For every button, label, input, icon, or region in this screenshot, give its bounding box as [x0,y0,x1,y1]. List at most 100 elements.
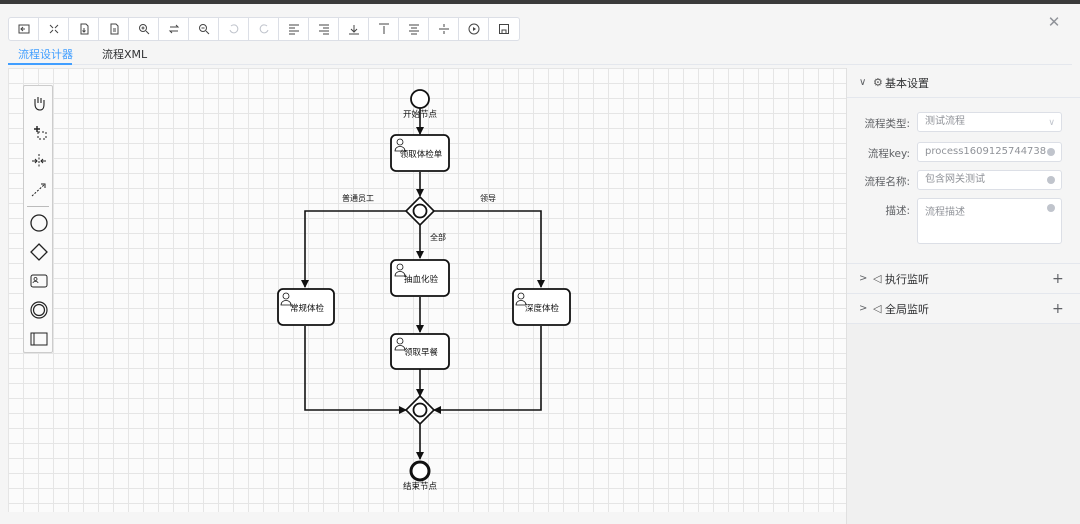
global-listener-header[interactable]: > ◁ 全局监听 + [847,294,1080,324]
task-collect-form[interactable]: 领取体检单 [390,134,450,172]
zoom-in-icon [138,24,149,35]
lasso-tool-icon[interactable] [27,120,51,144]
tool-palette [23,85,53,353]
process-name-input[interactable]: 包含网关测试 [917,170,1062,190]
export-xml-icon [80,23,88,35]
tab-xml[interactable]: 流程XML [102,48,148,61]
close-icon[interactable]: ✕ [1047,13,1061,31]
align-top-icon [378,23,389,34]
start-event[interactable] [410,89,430,109]
end-event[interactable] [409,460,431,482]
tab-active-indicator [8,63,72,65]
task-blood-test[interactable]: 抽血化验 [390,259,450,297]
palette-separator [27,206,49,207]
align-right-button[interactable] [309,18,339,40]
designer-toolbar [8,17,520,41]
clear-icon[interactable] [1047,176,1055,184]
tab-divider [8,64,1072,65]
fit-viewport-button[interactable] [39,18,69,40]
save-icon [499,24,509,34]
flow-leader[interactable] [434,210,545,288]
align-center-icon [408,24,419,35]
align-left-button[interactable] [279,18,309,40]
process-type-label: 流程类型: [864,118,910,130]
tab-bar: 流程设计器 流程XML [8,44,1072,68]
task-label: 常规体检 [290,303,325,314]
window-top-edge [0,0,1080,4]
task-label: 领取体检单 [400,149,443,160]
process-key-input[interactable]: process1609125744738 [917,142,1062,162]
megaphone-icon: ◁ [873,272,882,285]
task-label: 抽血化验 [404,274,439,285]
speaker-icon: ◁ [873,302,882,315]
connect-tool-icon[interactable] [27,178,51,202]
bpmn-canvas[interactable]: 开始节点 领取体检单 普通员工 全部 领导 抽血化验 常规体检 深度体检 [8,68,846,512]
align-center-button[interactable] [399,18,429,40]
start-event-label: 开始节点 [403,109,438,120]
description-value: 流程描述 [925,207,965,218]
fit-icon [49,24,58,34]
start-event-icon[interactable] [27,211,51,235]
inclusive-gateway-join[interactable] [404,394,436,426]
chevron-right-icon: > [859,303,868,314]
process-type-select[interactable]: 测试流程 ∨ [917,112,1062,132]
flow-label-all: 全部 [430,232,446,242]
zoom-in-button[interactable] [129,18,159,40]
export-svg-button[interactable] [99,18,129,40]
align-middle-button[interactable] [429,18,459,40]
flow-deep-to-join[interactable] [433,326,542,414]
basic-settings-body: 流程类型: 测试流程 ∨ 流程key: process1609125744738… [847,98,1080,264]
basic-settings-header[interactable]: ∨ ⚙ 基本设置 [847,68,1080,98]
pool-icon[interactable] [27,327,51,351]
zoom-out-button[interactable] [189,18,219,40]
process-name-label: 流程名称: [864,176,910,188]
end-event-icon[interactable] [27,298,51,322]
plus-icon[interactable]: + [1052,300,1064,317]
chevron-down-icon: ∨ [1048,118,1055,128]
align-top-button[interactable] [369,18,399,40]
space-tool-icon[interactable] [27,149,51,173]
task-breakfast[interactable]: 领取早餐 [390,333,450,370]
end-event-label: 结束节点 [403,481,438,492]
tab-designer[interactable]: 流程设计器 [18,48,73,61]
process-key-value: process1609125744738 [925,146,1047,157]
inclusive-gateway-split[interactable] [404,195,436,227]
align-left-icon [288,24,299,35]
save-button[interactable] [489,18,519,40]
flow-label-employee: 普通员工 [342,193,374,203]
gateway-icon[interactable] [27,240,51,264]
undo-button[interactable] [219,18,249,40]
undo-icon [229,24,238,34]
hand-tool-icon[interactable] [27,91,51,115]
process-type-value: 测试流程 [925,116,965,127]
section-title: 执行监听 [885,272,929,286]
zoom-out-icon [198,24,209,35]
section-title: 全局监听 [885,302,929,316]
task-label: 领取早餐 [404,347,439,358]
clear-icon[interactable] [1047,148,1055,156]
process-diagram: 开始节点 领取体检单 普通员工 全部 领导 抽血化验 常规体检 深度体检 [277,89,571,492]
import-button[interactable] [9,18,39,40]
clear-icon[interactable] [1047,204,1055,212]
flow-employee[interactable] [301,210,408,288]
export-xml-button[interactable] [69,18,99,40]
description-label: 描述: [885,205,910,217]
process-key-label: 流程key: [867,148,910,160]
simulate-button[interactable] [459,18,489,40]
task-deep-exam[interactable]: 深度体检 [512,288,571,326]
align-bottom-button[interactable] [339,18,369,40]
task-routine-exam[interactable]: 常规体检 [277,288,335,326]
plus-icon[interactable]: + [1052,270,1064,287]
execution-listener-header[interactable]: > ◁ 执行监听 + [847,264,1080,294]
zoom-reset-button[interactable] [159,18,189,40]
chevron-right-icon: > [859,273,868,284]
chevron-down-icon: ∨ [859,77,867,88]
align-right-icon [318,24,329,35]
play-icon [468,23,479,35]
description-textarea[interactable]: 流程描述 [917,198,1062,244]
flow-routine-to-join[interactable] [304,326,407,414]
process-name-value: 包含网关测试 [925,174,985,185]
section-title: 基本设置 [885,76,929,90]
user-task-icon[interactable] [27,269,51,293]
redo-button[interactable] [249,18,279,40]
